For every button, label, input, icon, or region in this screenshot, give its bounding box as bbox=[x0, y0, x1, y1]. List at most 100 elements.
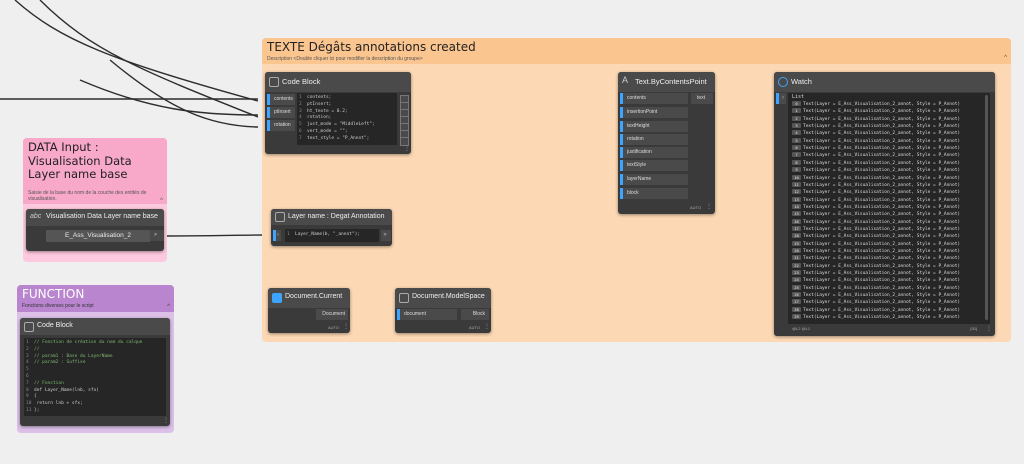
watch-item-index: 21 bbox=[792, 255, 801, 261]
group-function-header bbox=[17, 285, 174, 312]
code-line: ht_texte = 0.2; bbox=[307, 108, 348, 114]
group-data-input-header bbox=[23, 138, 167, 204]
group-function-title: FUNCTION bbox=[22, 287, 85, 301]
watch-item-index: 26 bbox=[792, 292, 801, 298]
input-port-document[interactable]: document bbox=[397, 309, 457, 320]
node-title: Watch bbox=[791, 77, 812, 86]
watch-item-index: 29 bbox=[792, 314, 801, 320]
watch-item-text: Text(Layer = E_Ass_Visualisation_2_annot… bbox=[803, 278, 961, 284]
group-collapse-icon[interactable]: ^ bbox=[1004, 55, 1007, 61]
document-icon bbox=[272, 293, 282, 303]
input-port-text-height[interactable]: textHeight bbox=[620, 121, 688, 132]
input-port-contents[interactable]: contents bbox=[620, 93, 688, 104]
watch-item-index: 16 bbox=[792, 218, 801, 224]
node-menu-icon[interactable]: ⋮ bbox=[986, 326, 992, 332]
output-port-block[interactable]: Block bbox=[461, 309, 489, 320]
watch-item-text: Text(Layer = E_Ass_Visualisation_2_annot… bbox=[803, 212, 961, 218]
watch-item-text: Text(Layer = E_Ass_Visualisation_2_annot… bbox=[803, 285, 961, 291]
code-block-icon bbox=[24, 322, 34, 332]
text-by-contents-point-node[interactable]: A Text.ByContentsPoint contents insertio… bbox=[618, 72, 715, 214]
node-menu-icon[interactable]: ⋮ bbox=[706, 204, 712, 210]
input-port-block[interactable]: block bbox=[620, 188, 688, 199]
code-line: 4// param2 : Suffixe bbox=[26, 360, 86, 366]
output-port-document[interactable]: Document bbox=[316, 309, 348, 320]
watch-item-text: Text(Layer = E_Ass_Visualisation_2_annot… bbox=[803, 146, 961, 152]
watch-item-text: Text(Layer = E_Ass_Visualisation_2_annot… bbox=[803, 293, 961, 299]
input-port-justification[interactable]: justification bbox=[620, 147, 688, 158]
output-port-text[interactable]: text bbox=[691, 93, 713, 104]
watch-item-text: Text(Layer = E_Ass_Visualisation_2_annot… bbox=[803, 271, 961, 277]
lacing-label[interactable]: AUTO bbox=[469, 325, 481, 330]
watch-item-text: Text(Layer = E_Ass_Visualisation_2_annot… bbox=[803, 204, 961, 210]
watch-item-text: Text(Layer = E_Ass_Visualisation_2_annot… bbox=[803, 241, 961, 247]
node-menu-icon[interactable]: ⋮ bbox=[343, 324, 349, 330]
code-line: vert_mode = ""; bbox=[307, 128, 348, 134]
watch-item-index: 13 bbox=[792, 196, 801, 202]
watch-scrollbar[interactable] bbox=[985, 95, 988, 320]
function-code-block-node[interactable]: Code Block 1// Fonction de création du n… bbox=[20, 318, 170, 426]
wire-rotation-in bbox=[109, 59, 259, 128]
output-port-layer[interactable]: > bbox=[381, 230, 391, 241]
node-menu-icon[interactable]: ⋮ bbox=[404, 146, 410, 152]
input-port-watch[interactable]: › bbox=[776, 93, 786, 104]
watch-item-index: 15 bbox=[792, 211, 801, 217]
group-function-description: Fonctions diverses pour le script bbox=[22, 303, 94, 309]
watch-list-header: List bbox=[792, 94, 805, 100]
watch-item-text: Text(Layer = E_Ass_Visualisation_2_annot… bbox=[803, 109, 961, 115]
input-port-rotation[interactable]: rotation bbox=[620, 134, 688, 145]
input-port-text-style[interactable]: textStyle bbox=[620, 160, 688, 171]
watch-item-text: Text(Layer = E_Ass_Visualisation_2_annot… bbox=[803, 131, 961, 137]
code-editor[interactable]: 1// Fonction de création du nom du calqu… bbox=[24, 338, 166, 416]
node-menu-icon[interactable]: ⋮ bbox=[163, 418, 169, 424]
output-port-7[interactable] bbox=[400, 137, 409, 146]
input-port-b[interactable]: › bbox=[273, 230, 281, 241]
input-port-rotation[interactable]: rotation bbox=[267, 120, 295, 131]
group-texte-header bbox=[262, 38, 1011, 64]
document-modelspace-node[interactable]: Document.ModelSpace document Block AUTO … bbox=[395, 288, 491, 333]
text-node-icon: A bbox=[622, 75, 629, 85]
input-port-ptinsert[interactable]: ptInsert bbox=[267, 107, 295, 118]
watch-item-index: 5 bbox=[792, 137, 801, 143]
node-menu-icon[interactable]: ⋮ bbox=[484, 324, 490, 330]
watch-item-index: 20 bbox=[792, 248, 801, 253]
lacing-label[interactable]: AUTO bbox=[690, 205, 702, 210]
watch-item-index: 1 bbox=[792, 108, 801, 114]
code-line: just_mode = "MiddleLeft"; bbox=[307, 122, 375, 128]
code-block-icon bbox=[275, 212, 285, 222]
watch-item-text: Text(Layer = E_Ass_Visualisation_2_annot… bbox=[803, 263, 961, 269]
lacing-label[interactable]: AUTO bbox=[328, 325, 340, 330]
code-line: 3// param1 : Base du LayerName bbox=[26, 353, 113, 359]
input-port-contents[interactable]: contents bbox=[267, 94, 295, 105]
group-collapse-icon[interactable]: ^ bbox=[160, 198, 163, 204]
string-value-input[interactable]: E_Ass_Visualisation_2 bbox=[46, 230, 150, 242]
watch-item-text: Text(Layer = E_Ass_Visualisation_2_annot… bbox=[803, 168, 961, 174]
group-collapse-icon[interactable]: ^ bbox=[167, 304, 170, 310]
watch-item-index: 17 bbox=[792, 225, 801, 231]
output-port-string[interactable]: > bbox=[150, 230, 164, 241]
input-port-layer-name[interactable]: layerName bbox=[620, 174, 688, 185]
input-port-insertion-point[interactable]: insertionPoint bbox=[620, 107, 688, 118]
watch-item-text: Text(Layer = E_Ass_Visualisation_2_annot… bbox=[803, 315, 961, 321]
document-current-node[interactable]: Document.Current Document AUTO ⋮ bbox=[268, 288, 350, 333]
node-title: Text.ByContentsPoint bbox=[635, 77, 707, 86]
string-input-node[interactable]: abc Visualisation Data Layer name base E… bbox=[26, 209, 164, 251]
watch-item-text: Text(Layer = E_Ass_Visualisation_2_annot… bbox=[803, 160, 961, 166]
